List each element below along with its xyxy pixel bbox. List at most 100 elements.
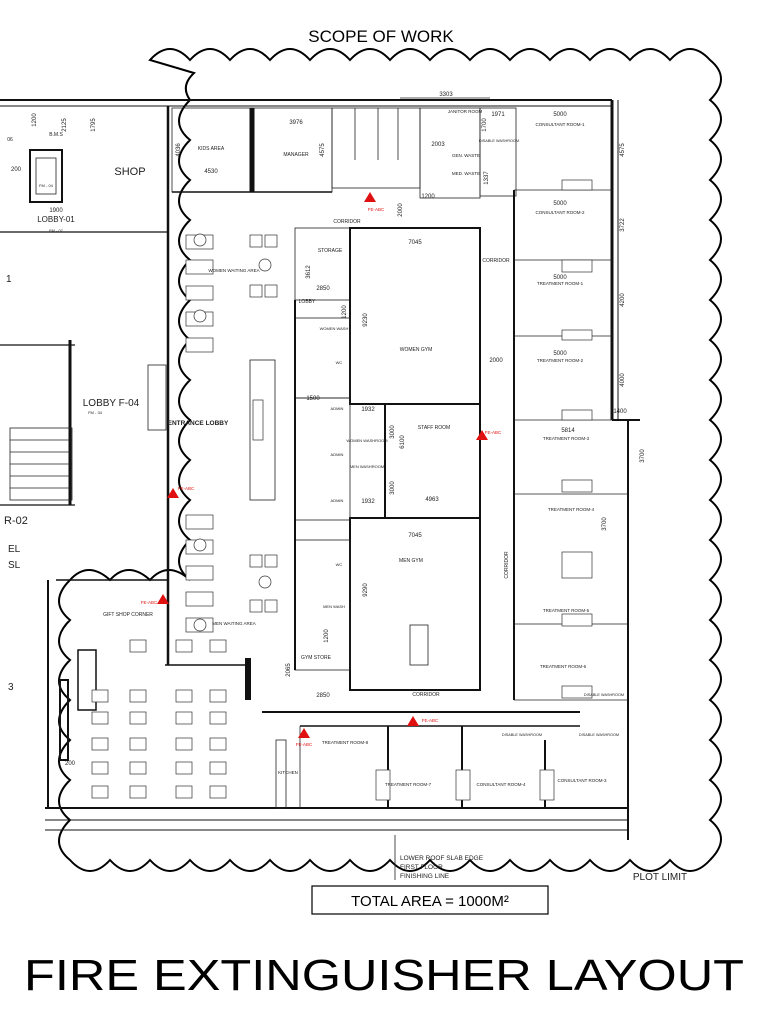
label-men-washroom: MEN WASHROOM — [350, 464, 384, 469]
dim-1700: 1700 — [482, 118, 488, 132]
label-disable-washroom-top: DISABLE WASHROOM — [479, 139, 519, 143]
label-sl: SL — [8, 560, 21, 571]
dim-9290: 9290 — [363, 583, 369, 597]
main-title: FIRE EXTINGUISHER LAYOUT — [24, 951, 744, 1000]
dim-2125: 2125 — [62, 118, 68, 132]
dim-5000-d: 5000 — [553, 351, 567, 357]
dim-3303: 3303 — [439, 92, 453, 98]
label-grid-1: 1 — [6, 274, 12, 285]
dim-1200-a: 1200 — [421, 194, 435, 200]
dim-1400: 1400 — [613, 409, 627, 415]
dim-3700-a: 3700 — [640, 449, 646, 463]
dim-1932-b: 1932 — [361, 499, 375, 505]
left-area — [9, 149, 248, 761]
fire-extinguisher-icon — [157, 594, 169, 604]
dim-5000-b: 5000 — [553, 201, 567, 207]
dim-1200-b: 1200 — [342, 305, 348, 319]
label-lobby-01: LOBBY-01 — [37, 215, 75, 224]
top-rooms — [171, 107, 517, 199]
label-disable-washroom-bottom-2: DISABLE WASHROOM — [579, 733, 619, 737]
fe-label: FE-ABC — [178, 486, 195, 491]
note-first-floor: FIRST FLOOR — [400, 864, 443, 871]
dim-2000-b: 2000 — [489, 358, 503, 364]
label-fm34: FM - 34 — [88, 410, 103, 415]
label-lobby-f04: LOBBY F-04 — [83, 398, 140, 409]
label-men-wash: MEN WASH — [323, 604, 345, 609]
label-gym-store: GYM STORE — [301, 655, 332, 661]
fe-marker-staff-room: FE-ABC — [476, 430, 502, 440]
dim-4200: 4200 — [620, 293, 626, 307]
room-labels: KIDS AREA MANAGER JANITOR ROOM GEN. WAST… — [4, 109, 624, 787]
dim-7045-a: 7045 — [408, 240, 422, 246]
dim-1337: 1337 — [484, 171, 490, 185]
dim-3612: 3612 — [306, 265, 312, 279]
label-r02: R-02 — [4, 515, 28, 527]
dim-5000-c: 5000 — [553, 275, 567, 281]
waiting-furniture — [185, 233, 278, 633]
label-entrance-lobby: ENTRANCE LOBBY — [168, 420, 229, 427]
dim-6100: 6100 — [400, 435, 406, 449]
label-admin-2: ADMIN — [331, 452, 344, 457]
scope-of-work-label: SCOPE OF WORK — [308, 27, 454, 46]
note-finishing-line: FINISHING LINE — [400, 873, 450, 880]
fe-label: FE-ABC — [422, 718, 439, 723]
label-consultant-1: CONSULTANT ROOM-1 — [535, 122, 585, 127]
dim-200-b: 200 — [65, 761, 76, 767]
note-roof-slab: LOWER ROOF SLAB EDGE — [400, 855, 484, 862]
label-treatment-7: TREATMENT ROOM-7 — [385, 782, 432, 787]
fe-label: FE-ABC — [296, 742, 313, 747]
fe-marker-top: FE-ABC — [364, 192, 385, 212]
label-corridor-bottom: CORRIDOR — [412, 692, 440, 698]
dim-1971: 1971 — [491, 112, 505, 118]
label-disable-washroom-bottom-1: DISABLE WASHROOM — [502, 733, 542, 737]
label-corridor-top: CORRIDOR — [333, 219, 361, 225]
fe-label: FE-ABC — [141, 600, 158, 605]
plot-limit-label: PLOT LIMIT — [633, 872, 687, 883]
label-consultant-2: CONSULTANT ROOM-2 — [535, 210, 585, 215]
dim-1200-d: 1200 — [32, 113, 38, 127]
fire-extinguisher-icon — [298, 728, 310, 738]
dim-06: 06 — [7, 137, 13, 143]
label-staff-room: STAFF ROOM — [418, 425, 450, 431]
label-bms: B.M.S — [49, 132, 63, 138]
label-disable-washroom-right: DISABLE WASHROOM — [584, 693, 624, 697]
label-treatment-4: TREATMENT ROOM-4 — [548, 507, 595, 512]
fe-marker-treatment-8: FE-ABC — [296, 728, 313, 747]
dim-1795: 1795 — [91, 118, 97, 132]
label-women-waiting: WOMEN WAITING AREA — [208, 268, 259, 273]
label-consultant-4: CONSULTANT ROOM-4 — [476, 782, 526, 787]
dim-9230: 9230 — [363, 313, 369, 327]
dim-7045-b: 7045 — [408, 533, 422, 539]
label-shop: SHOP — [114, 166, 145, 178]
dimension-labels: 3303 3976 4530 4036 4575 1971 5000 4575 … — [7, 92, 646, 767]
dim-2000-a: 2000 — [398, 203, 404, 217]
dim-5000-a: 5000 — [553, 112, 567, 118]
dim-2850-b: 2850 — [316, 693, 330, 699]
fe-marker-corridor: FE-ABC — [407, 716, 439, 726]
label-consultant-3: CONSULTANT ROOM-3 — [557, 778, 607, 783]
label-admin-1: ADMIN — [331, 406, 344, 411]
label-treatment-1: TREATMENT ROOM-1 — [537, 281, 584, 286]
dim-4575-a: 4575 — [320, 143, 326, 157]
dim-3722: 3722 — [620, 218, 626, 232]
label-el: EL — [8, 544, 21, 555]
fire-extinguisher-icon — [476, 430, 488, 440]
central-block — [245, 227, 580, 727]
label-grid-3: 3 — [8, 682, 14, 693]
label-treatment-8: TREATMENT ROOM-8 — [322, 740, 369, 745]
label-treatment-2: TREATMENT ROOM-2 — [537, 358, 584, 363]
label-fm07: FM - 07 — [49, 228, 64, 233]
dim-3000-b: 3000 — [390, 481, 396, 495]
label-women-gym: WOMEN GYM — [400, 347, 433, 353]
total-area-text: TOTAL AREA = 1000M² — [351, 893, 509, 910]
dim-200-a: 200 — [11, 167, 22, 173]
dim-3700-b: 3700 — [602, 517, 608, 531]
dim-4963: 4963 — [425, 497, 439, 503]
building-outline — [0, 99, 640, 840]
label-lobby: LOBBY — [299, 299, 316, 305]
label-corridor-vertical: CORRIDOR — [504, 551, 510, 579]
fe-marker-gift-shop: FE-ABC — [141, 594, 169, 605]
scope-cloud-outline — [58, 48, 722, 872]
dim-3000-a: 3000 — [390, 425, 396, 439]
label-treatment-6: TREATMENT ROOM-6 — [540, 664, 587, 669]
